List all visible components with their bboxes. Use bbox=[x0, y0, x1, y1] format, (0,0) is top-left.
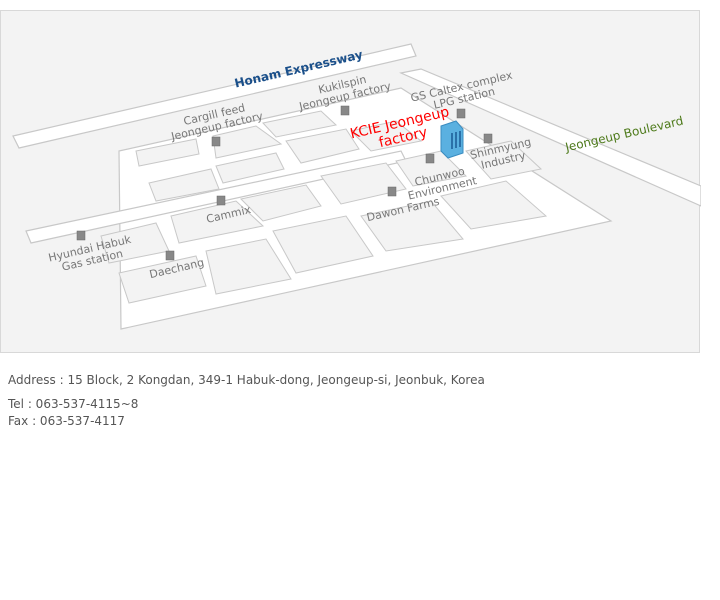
jeongeup-boulevard-road bbox=[399, 68, 701, 207]
fax-text: Fax : 063-537-4117 bbox=[8, 414, 125, 428]
tel-text: Tel : 063-537-4115~8 bbox=[8, 397, 139, 411]
address-text: Address : 15 Block, 2 Kongdan, 349-1 Hab… bbox=[8, 373, 485, 387]
honam-expressway-road bbox=[12, 43, 417, 149]
factory-building-icon bbox=[440, 120, 464, 159]
location-map: Honam Expressway Jeongeup Boulevard KCIE… bbox=[0, 10, 701, 353]
building-markers bbox=[76, 105, 493, 261]
map-roads bbox=[12, 43, 701, 330]
